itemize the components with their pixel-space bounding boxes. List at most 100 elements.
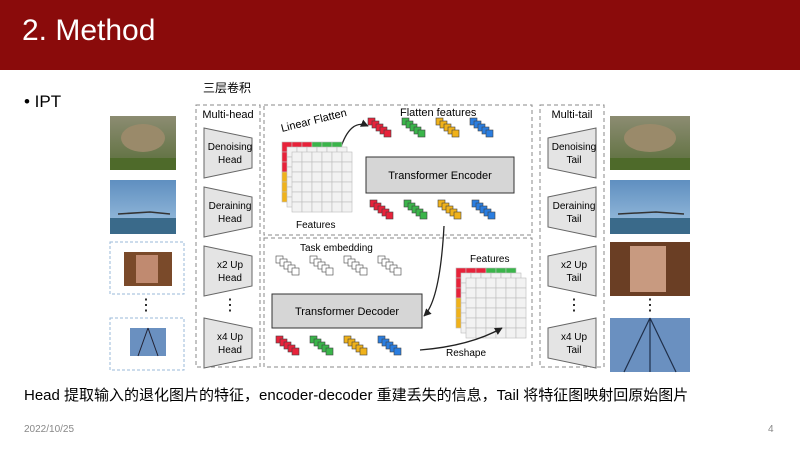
- feature-cell: [475, 297, 487, 309]
- feature-cell: [291, 191, 303, 203]
- feature-cell: [465, 297, 477, 309]
- feature-cell: [301, 171, 313, 183]
- feature-cell: [311, 161, 323, 173]
- svg-text:Tail: Tail: [566, 155, 581, 166]
- transformer-encoder-box: [365, 156, 515, 194]
- token: [485, 129, 494, 138]
- token: [291, 347, 300, 356]
- svg-text:Denoising: Denoising: [552, 142, 596, 153]
- feature-cell: [485, 317, 497, 329]
- feature-cell: [505, 297, 517, 309]
- feature-cell: [321, 191, 333, 203]
- svg-text:x2 Up: x2 Up: [561, 260, 588, 271]
- linear-flatten-label: Linear Flatten: [280, 107, 348, 135]
- token: [487, 211, 496, 220]
- input-image-bridge-rain: [110, 180, 176, 234]
- feature-cell: [505, 287, 517, 299]
- svg-text:Head: Head: [218, 273, 242, 284]
- feature-cell: [475, 287, 487, 299]
- feature-cell: [311, 191, 323, 203]
- svg-text:x2 Up: x2 Up: [217, 260, 244, 271]
- feature-cell: [515, 277, 527, 289]
- feature-cell: [291, 161, 303, 173]
- feature-cell: [485, 287, 497, 299]
- feature-cell: [291, 151, 303, 163]
- tail-x2-up: x2 Up Tail: [547, 245, 597, 297]
- feature-cell: [495, 277, 507, 289]
- feature-cell: [301, 191, 313, 203]
- tail-x4-up: x4 Up Tail: [547, 317, 597, 369]
- token: [393, 347, 402, 356]
- tail-ellipsis: ⋮: [566, 297, 582, 314]
- svg-text:Tail: Tail: [566, 345, 581, 356]
- input-image-face-small: [124, 252, 172, 286]
- footer-date: 2022/10/25: [24, 424, 75, 435]
- head-ellipsis: ⋮: [222, 297, 238, 314]
- input-image-bird: [110, 116, 176, 170]
- feature-cell: [475, 317, 487, 329]
- feature-cell: [475, 277, 487, 289]
- head-x2-up: x2 Up Head: [203, 245, 253, 297]
- tail-denoising: Denoising Tail: [547, 127, 597, 179]
- feature-cell: [341, 151, 353, 163]
- decoder-output-tokens: [275, 335, 402, 356]
- feature-cell: [495, 327, 507, 339]
- transformer-decoder-label: Transformer Decoder: [295, 306, 399, 318]
- feature-cell: [505, 327, 517, 339]
- output-image-bird: [610, 116, 690, 170]
- reshape-arrow: [419, 327, 503, 351]
- token: [451, 129, 460, 138]
- token: [385, 211, 394, 220]
- token: [291, 267, 300, 276]
- svg-text:Head: Head: [218, 155, 242, 166]
- feature-cell: [485, 277, 497, 289]
- page-number: 4: [768, 424, 774, 435]
- feature-cell: [505, 277, 517, 289]
- input-ellipsis: ⋮: [138, 297, 154, 314]
- transformer-encoder-label: Transformer Encoder: [388, 170, 492, 182]
- feature-cell: [495, 317, 507, 329]
- svg-text:Deraining: Deraining: [209, 201, 252, 212]
- input-image-frame-x2: [109, 241, 185, 295]
- svg-text:Head: Head: [218, 214, 242, 225]
- token: [453, 211, 462, 220]
- feature-cell: [341, 161, 353, 173]
- feature-cell: [331, 201, 343, 213]
- feature-cell: [311, 171, 323, 183]
- task-embedding-tokens: [275, 255, 402, 276]
- bullet-ipt: • IPT: [24, 92, 62, 111]
- multi-tail-group: [539, 104, 605, 368]
- feature-cell: [291, 181, 303, 193]
- feature-cell: [341, 191, 353, 203]
- head-deraining: Deraining Head: [203, 186, 253, 238]
- multi-head-group: [195, 104, 261, 368]
- token: [325, 347, 334, 356]
- feature-cell: [505, 307, 517, 319]
- feature-cell: [321, 181, 333, 193]
- feature-cell: [331, 181, 343, 193]
- feature-cell: [515, 307, 527, 319]
- output-image-building: [610, 317, 690, 373]
- feature-cell: [485, 297, 497, 309]
- feature-cell: [341, 181, 353, 193]
- flatten-feature-tokens: [367, 117, 494, 138]
- feature-cell: [505, 317, 517, 329]
- encoder-output-tokens: [369, 199, 496, 220]
- features-grid-right: [455, 267, 527, 339]
- feature-cell: [465, 277, 477, 289]
- feature-cell: [515, 317, 527, 329]
- features-left-label: Features: [296, 220, 335, 231]
- feature-cell: [301, 151, 313, 163]
- output-ellipsis: ⋮: [642, 297, 658, 314]
- token: [325, 267, 334, 276]
- multi-tail-label: Multi-tail: [552, 109, 593, 121]
- feature-cell: [495, 287, 507, 299]
- token: [419, 211, 428, 220]
- slide-title: 2. Method: [22, 14, 156, 47]
- feature-cell: [485, 307, 497, 319]
- feature-cell: [311, 201, 323, 213]
- feature-cell: [475, 307, 487, 319]
- feature-cell: [465, 287, 477, 299]
- svg-text:Denoising: Denoising: [208, 142, 252, 153]
